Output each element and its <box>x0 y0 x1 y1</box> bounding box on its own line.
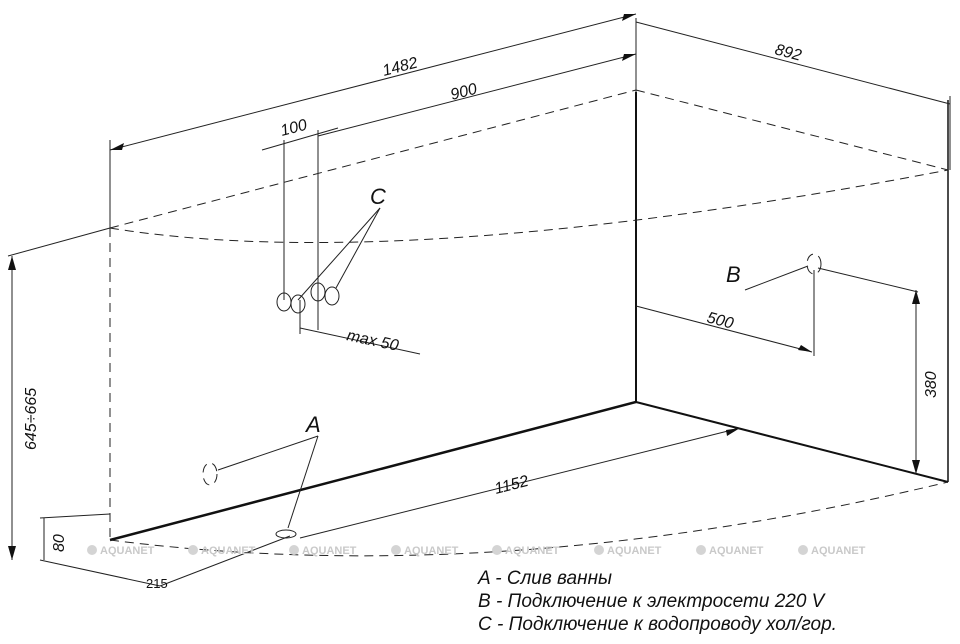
watermark-logo-icon <box>289 545 299 555</box>
watermark-logo-icon <box>696 545 706 555</box>
label-drain-distance: 1152 <box>493 473 531 498</box>
watermark: AQUANET <box>87 545 155 557</box>
tub-geometry <box>109 18 949 557</box>
long-wall-floor-edge <box>109 400 637 542</box>
leader-b <box>744 265 809 291</box>
watermark: AQUANET <box>798 545 866 557</box>
watermark-logo-icon <box>188 545 198 555</box>
watermark-text: AQUANET <box>201 545 256 557</box>
dimension-lines <box>7 13 951 587</box>
label-drain-offset: 215 <box>146 576 168 591</box>
dim-power-offset-line <box>635 305 813 353</box>
arrow-icon <box>8 546 16 560</box>
dim-drain-offset-line <box>39 559 161 587</box>
label-power-offset: 500 <box>705 309 735 332</box>
watermark-row: AQUANET AQUANET AQUANET AQUANET AQUANET … <box>87 545 866 557</box>
leader-c-2 <box>335 207 381 289</box>
label-drain-height: 80 <box>51 534 68 552</box>
legend-line-c: C - Подключение к водопроводу хол/гор. <box>478 614 837 635</box>
connection-points <box>202 207 822 539</box>
watermark: AQUANET <box>696 545 764 557</box>
label-width: 892 <box>773 41 803 64</box>
arrow-icon <box>798 345 812 352</box>
leader-a-1 <box>217 435 319 471</box>
tub-top-short-edge <box>635 89 949 171</box>
watermark-logo-icon <box>87 545 97 555</box>
dim-drain-offset-ext <box>159 535 291 587</box>
arrow-icon <box>110 143 124 150</box>
cold-water-outlet-rear <box>290 294 306 314</box>
arrow-icon <box>912 290 920 304</box>
leader-c-1 <box>297 207 381 301</box>
arrow-icon <box>622 54 636 61</box>
watermark-text: AQUANET <box>505 545 560 557</box>
overflow-drain <box>202 462 218 486</box>
hot-water-outlet-rear <box>324 286 340 306</box>
dim-power-height-top <box>817 267 919 293</box>
watermark: AQUANET <box>391 545 459 557</box>
legend: A - Слив ванны B - Подключение к электро… <box>477 568 837 635</box>
watermark-text: AQUANET <box>811 545 866 557</box>
label-mixer-depth: max 50 <box>345 327 400 355</box>
dimension-labels: 1482 892 900 100 max 50 500 380 1152 645… <box>23 41 940 591</box>
dim-drain-distance-line <box>299 427 741 539</box>
dim-length-line <box>109 13 637 151</box>
watermark-logo-icon <box>798 545 808 555</box>
dim-drain-height-ext <box>39 513 111 519</box>
label-mixer-spacing: 100 <box>279 117 309 140</box>
watermark-text: AQUANET <box>709 545 764 557</box>
watermark-logo-icon <box>594 545 604 555</box>
dim-width-line <box>635 21 951 105</box>
legend-line-a: A - Слив ванны <box>477 568 612 589</box>
tub-front-arc-bottom <box>109 481 949 557</box>
marker-b: B <box>726 262 741 287</box>
watermark-text: AQUANET <box>607 545 662 557</box>
dim-mixer-offset-line <box>317 53 637 137</box>
marker-letters: A B C <box>304 184 741 437</box>
watermark-text: AQUANET <box>100 545 155 557</box>
tub-front-arc-top <box>109 169 949 244</box>
dim-height-ext-top <box>7 227 111 257</box>
watermark: AQUANET <box>594 545 662 557</box>
arrow-icon <box>622 14 636 21</box>
marker-c: C <box>370 184 386 209</box>
dim-mixer-depth-line <box>299 327 421 355</box>
hot-water-outlet <box>310 282 326 302</box>
label-height-range: 645÷665 <box>23 388 40 450</box>
watermark-text: AQUANET <box>404 545 459 557</box>
arrow-icon <box>726 428 740 436</box>
leader-a-2 <box>287 435 319 529</box>
tub-top-long-edge <box>109 89 637 229</box>
floor-drain <box>275 529 297 539</box>
watermark: AQUANET <box>188 545 256 557</box>
label-mixer-offset: 900 <box>449 81 479 104</box>
legend-line-b: B - Подключение к электросети 220 V <box>478 591 827 612</box>
dim-mixer-spacing-line <box>261 127 339 151</box>
watermark: AQUANET <box>289 545 357 557</box>
short-wall-floor-edge <box>635 401 949 483</box>
watermark-text: AQUANET <box>302 545 357 557</box>
marker-a: A <box>304 412 321 437</box>
watermark: AQUANET <box>492 545 560 557</box>
watermark-logo-icon <box>391 545 401 555</box>
label-power-height: 380 <box>923 371 940 398</box>
arrow-icon <box>8 256 16 270</box>
power-outlet <box>806 253 822 275</box>
arrow-icon <box>912 460 920 474</box>
watermark-logo-icon <box>492 545 502 555</box>
label-length: 1482 <box>381 54 420 79</box>
